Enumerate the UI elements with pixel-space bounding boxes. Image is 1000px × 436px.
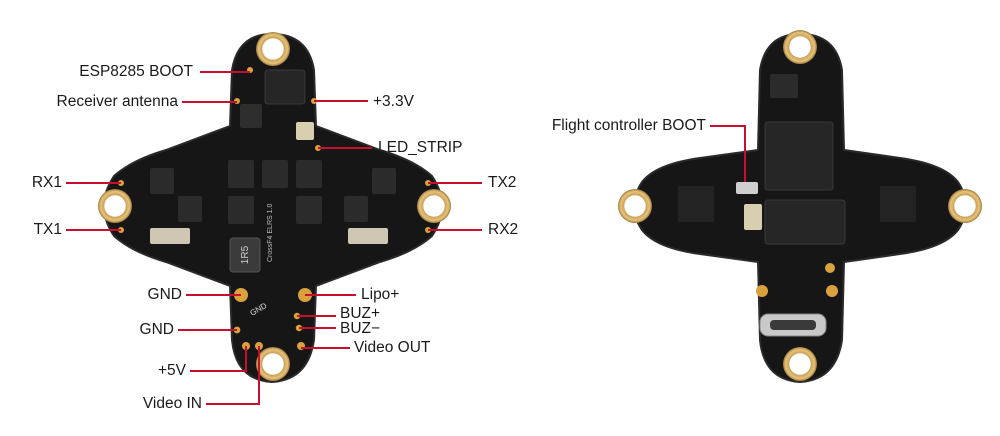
back-mount-left (618, 189, 652, 223)
back-mount-top (783, 30, 817, 64)
label-5v: +5V (157, 362, 186, 379)
leader-fc-boot (710, 125, 746, 182)
mosfet-2 (262, 160, 288, 188)
mount-hole-top (256, 32, 290, 66)
inductor-label: 1R5 (240, 245, 251, 264)
label-buz-minus: BUZ− (340, 320, 381, 337)
usb-port-inner (770, 320, 816, 330)
label-tx2: TX2 (488, 174, 517, 191)
osd-chip (764, 199, 846, 245)
connector-left (150, 228, 190, 244)
mcu-chip (764, 121, 834, 191)
mount-hole-left (98, 189, 132, 223)
inductor (229, 237, 261, 273)
leader-5v (190, 346, 247, 372)
mosfet-3 (296, 160, 322, 188)
pcb-name: CrossF4 ELRS 1.0 (267, 204, 274, 262)
label-esp8285-boot: ESP8285 BOOT (79, 63, 193, 80)
label-tx1: TX1 (33, 221, 62, 238)
back-pad-1 (756, 285, 768, 297)
esc-left-b (178, 196, 202, 222)
connector-right (348, 228, 388, 244)
back-mount-right (948, 189, 982, 223)
mosfet-5 (296, 196, 322, 224)
leader-video-in (206, 346, 260, 405)
mount-hole-right (417, 189, 451, 223)
esc-right-b (344, 196, 368, 222)
back-mount-bottom (783, 347, 817, 381)
crystal (744, 204, 762, 230)
mosfet-1 (228, 160, 254, 188)
front-board: 1R5 CrossF4 ELRS 1.0 GND (98, 32, 451, 384)
back-board (618, 30, 982, 384)
rx-chip (264, 69, 306, 105)
esc-left-a (150, 168, 174, 194)
mount-hole-bottom (256, 347, 290, 381)
boot-button (736, 182, 758, 194)
flash-chip (240, 104, 262, 128)
label-video-out: Video OUT (354, 339, 431, 356)
label-fc-boot: Flight controller BOOT (551, 117, 706, 134)
gyro-chip (770, 74, 798, 98)
label-lipo-plus: Lipo+ (361, 286, 400, 303)
leader-lines (66, 71, 746, 405)
label-video-in: Video IN (142, 395, 202, 412)
label-led-strip: LED_STRIP (378, 139, 463, 156)
label-gnd-1: GND (147, 286, 182, 303)
esc-back-right (880, 186, 916, 222)
back-pad-2 (826, 285, 838, 297)
label-receiver-antenna: Receiver antenna (56, 93, 179, 110)
label-gnd-2: GND (139, 321, 174, 338)
esc-back-left (678, 186, 714, 222)
label-buz-plus: BUZ+ (340, 305, 381, 322)
esc-right-a (372, 168, 396, 194)
back-pad-3 (825, 263, 835, 273)
label-3v3: +3.3V (373, 93, 414, 110)
label-rx2: RX2 (488, 221, 519, 238)
label-rx1: RX1 (31, 174, 62, 191)
led-component (296, 122, 314, 140)
mosfet-4 (228, 196, 254, 224)
